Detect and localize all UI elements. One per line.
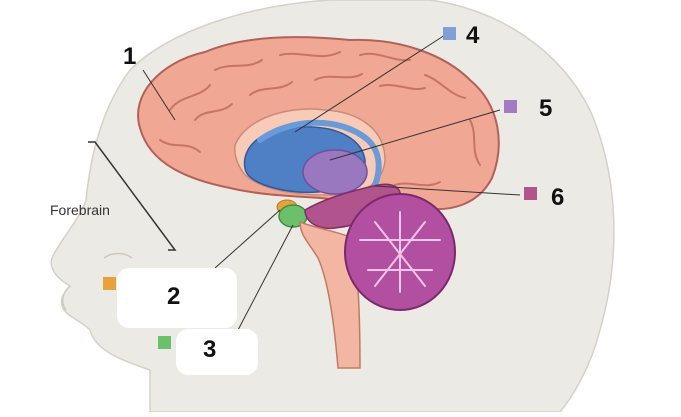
leader-5 [329, 109, 501, 161]
leader-1 [142, 69, 176, 121]
label-3-swatch [158, 336, 171, 349]
label-4-number: 4 [466, 22, 480, 49]
label-5-swatch [504, 100, 517, 113]
leader-2 [214, 209, 281, 269]
label-box-2 [117, 268, 237, 328]
leader-4 [294, 34, 446, 133]
leader-3 [237, 224, 294, 331]
label-5-number: 5 [539, 95, 553, 122]
label-2-swatch [103, 277, 116, 290]
fornix-arc [257, 119, 382, 203]
nose-contour [61, 285, 71, 311]
label-6-number: 6 [551, 184, 565, 211]
label-1-number: 1 [123, 43, 137, 70]
forebrain-label: Forebrain [50, 202, 110, 218]
label-box-3 [176, 329, 258, 375]
eye-contour [103, 252, 133, 259]
cerebellum-folia [359, 211, 441, 293]
thalamus [302, 149, 368, 195]
label-6-swatch [524, 187, 537, 200]
leader-lines [142, 34, 521, 331]
label-3-number: 3 [203, 336, 217, 363]
label-4-swatch [443, 27, 456, 40]
forebrain-bracket [88, 141, 177, 251]
leader-6 [374, 185, 521, 196]
label-2-number: 2 [167, 283, 181, 310]
